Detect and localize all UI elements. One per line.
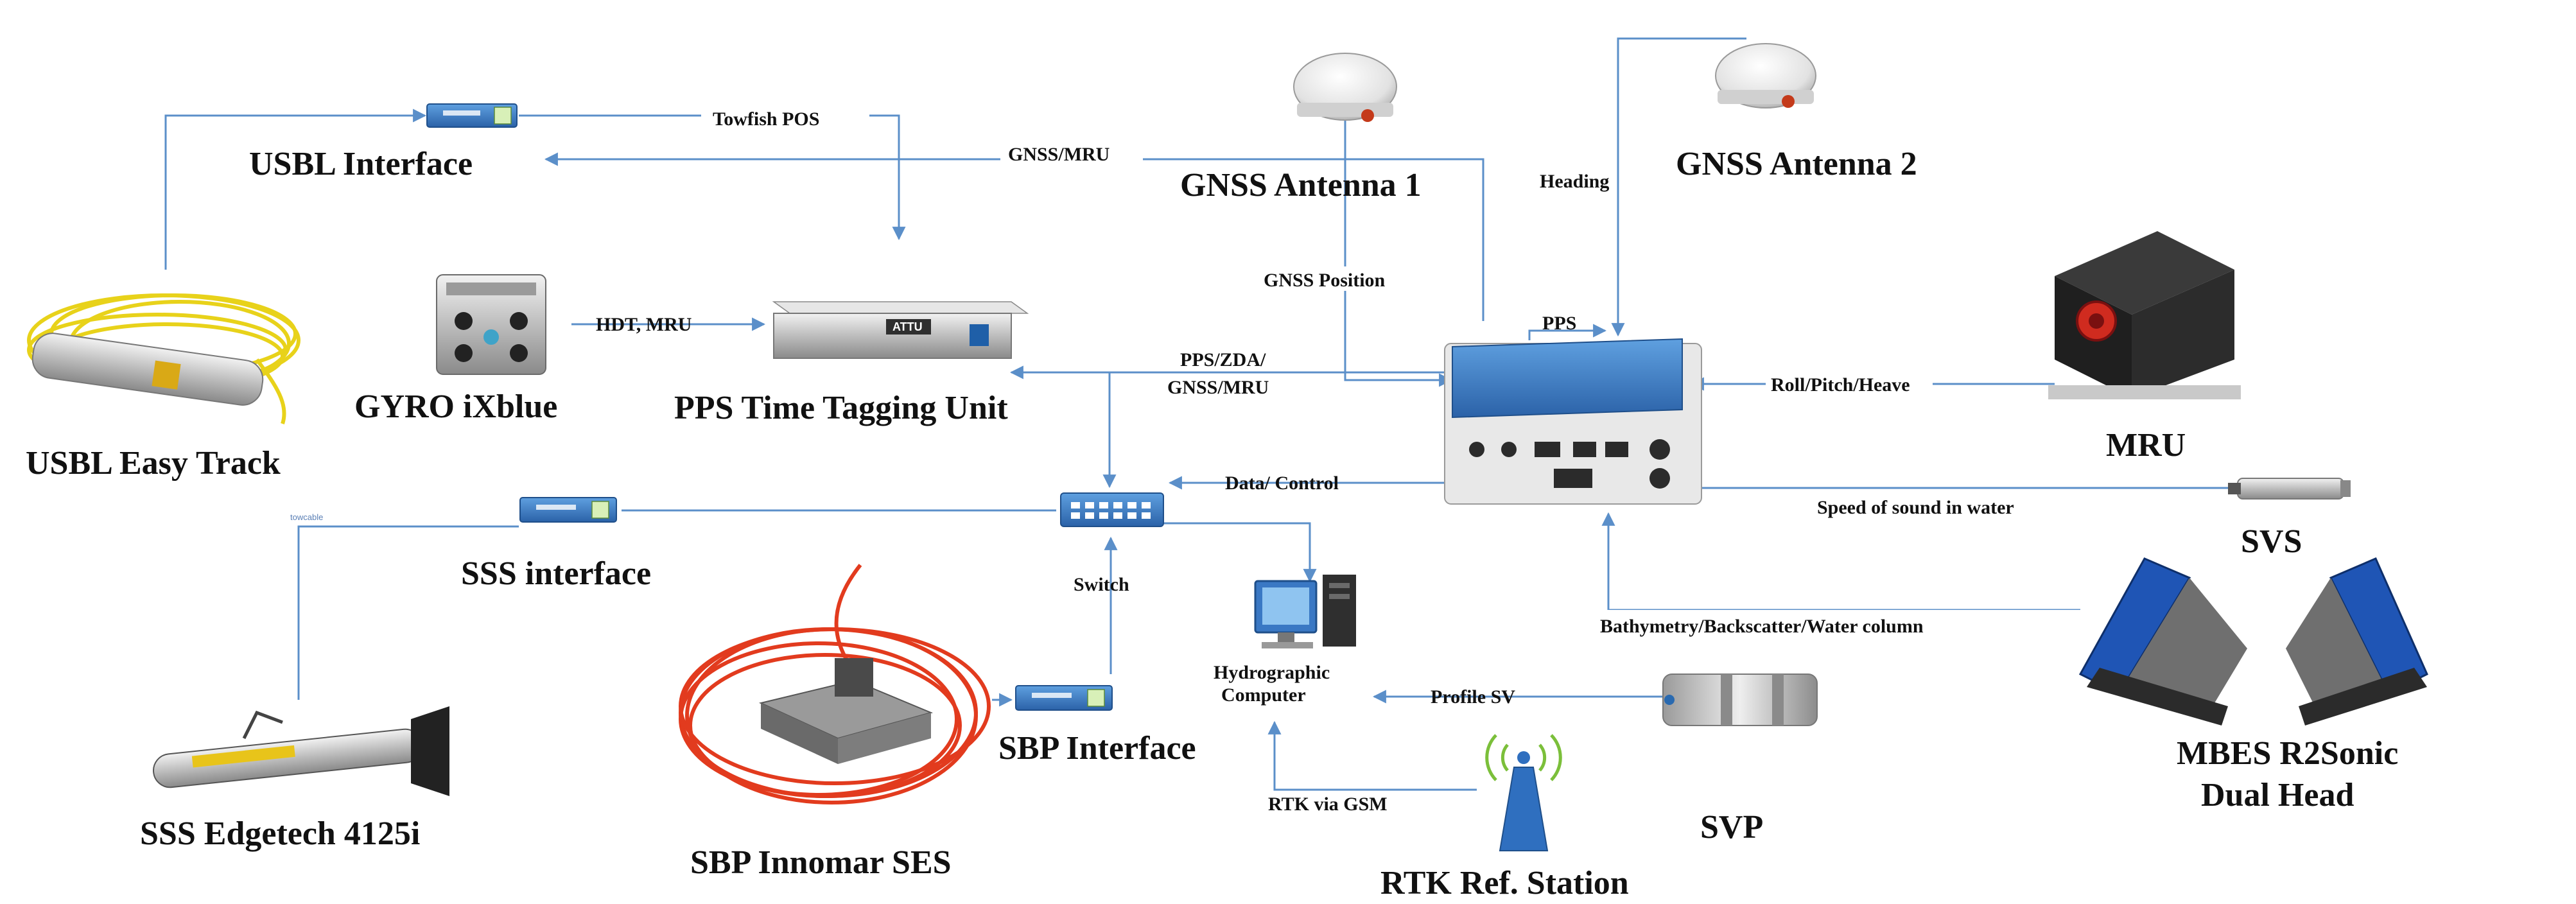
label-pps-zda-2: GNSS/MRU [1167,377,1269,398]
svp-device [1662,674,1818,726]
label-mbes-1: MBES R2Sonic [2177,735,2398,772]
acquisition-hub-device [1444,338,1702,505]
svs-device [2228,478,2351,500]
label-sbp-innomar: SBP Innomar SES [690,844,952,881]
link-labels: Towfish POS GNSS/MRU Heading GNSS Positi… [290,106,2084,815]
wire-towcable [297,525,519,700]
gnss-antenna-2-device [1715,43,1816,109]
wire-gnss-mru-from-hub [1143,158,1484,321]
sbp-innomar-device [679,564,991,804]
label-towfish-pos: Towfish POS [713,109,819,130]
wire-rtk-via-gsm [1267,720,1477,791]
sss-interface-device [519,497,617,523]
label-pps-unit: PPS Time Tagging Unit [674,390,1008,426]
label-gnss-position: GNSS Position [1264,270,1386,291]
label-pps: PPS [1542,313,1576,334]
label-hydro-computer-1: Hydrographic [1214,662,1330,683]
switch-device [1060,492,1164,527]
wire-heading [1611,37,1746,337]
label-rtk-via-gsm: RTK via GSM [1268,794,1388,815]
label-sss-edgetech: SSS Edgetech 4125i [140,815,420,852]
label-bathymetry: Bathymetry/Backscatter/Water column [1600,616,1924,637]
sss-edgetech-device [153,706,449,796]
sbp-interface-device [1015,685,1113,711]
hydro-computer-device [1254,575,1356,648]
label-usbl-interface: USBL Interface [249,146,473,182]
label-speed-of-sound: Speed of sound in water [1817,497,2014,518]
label-towcable: towcable [290,512,323,522]
label-pps-zda-1: PPS/ZDA/ [1180,349,1266,370]
attu-badge: ATTU [892,320,923,333]
label-sbp-interface: SBP Interface [998,730,1196,767]
label-gnss-antenna-1: GNSS Antenna 1 [1180,167,1422,204]
label-hdt-mru: HDT, MRU [596,314,692,335]
mru-device [2048,231,2241,399]
label-data-control: Data/ Control [1225,473,1339,494]
label-sss-interface: SSS interface [461,555,651,592]
gnss-antenna-1-device [1293,53,1397,122]
pps-unit-device: ATTU [772,301,1029,359]
rtk-station-device [1485,734,1562,851]
wire-usbl-to-interface [164,109,427,270]
wire-pps [1528,324,1607,340]
label-mbes-2: Dual Head [2201,777,2354,813]
wire-switch-to-computer [1156,522,1317,583]
label-roll-pitch-heave: Roll/Pitch/Heave [1771,374,1910,396]
label-heading: Heading [1540,171,1609,192]
label-switch: Switch [1074,574,1129,595]
label-rtk-station: RTK Ref. Station [1380,865,1629,901]
wire-towfish-pos [519,114,906,241]
label-svs: SVS [2241,523,2302,560]
gyro-device [436,274,546,375]
label-gnss-antenna-2: GNSS Antenna 2 [1676,146,1917,182]
usbl-interface-device [426,103,518,128]
wire-bathymetry [1601,512,2080,611]
label-usbl-easy-track: USBL Easy Track [26,445,281,482]
label-hydro-computer-2: Computer [1221,684,1306,706]
wire-gnss-position [1344,116,1453,387]
label-profile-sv: Profile SV [1431,686,1515,708]
mbes-device [2078,557,2428,726]
label-gyro: GYRO iXblue [354,388,557,425]
label-mru: MRU [2106,427,2186,464]
usbl-easy-track-device [27,293,300,424]
label-gnss-mru: GNSS/MRU [1008,144,1110,165]
label-svp: SVP [1700,809,1763,846]
